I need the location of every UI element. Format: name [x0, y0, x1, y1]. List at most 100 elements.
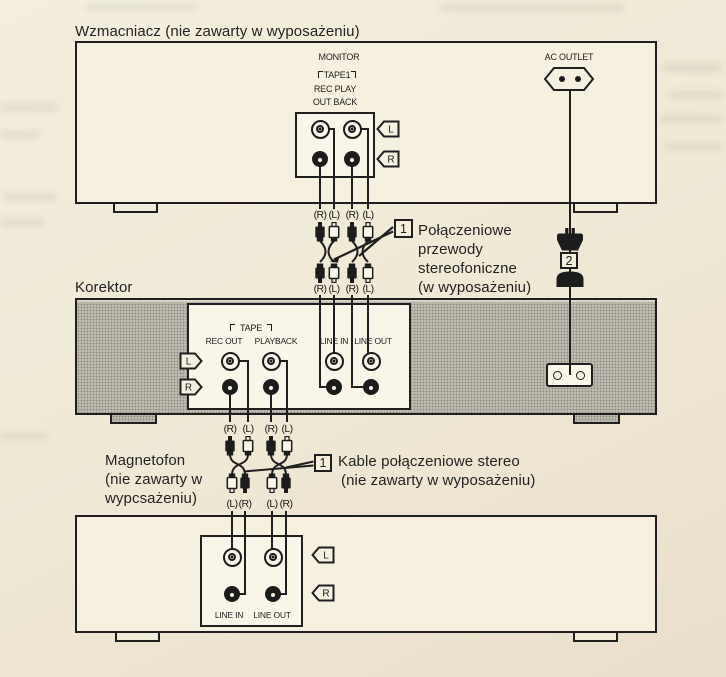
line-in-label: LINE IN [319, 336, 349, 346]
rca-plug-icon [328, 262, 340, 284]
bleedthrough-mark [86, 3, 196, 11]
plug-label: (L) [362, 209, 374, 221]
out-back-label: OUT BACK [312, 97, 358, 107]
rca-plug-icon [315, 263, 325, 283]
eq-line-in-jack-right[interactable] [326, 379, 342, 395]
rca-plug-icon [240, 473, 250, 493]
bracket-icon [317, 71, 323, 78]
plug-label: (L) [281, 423, 293, 435]
deck-line-in-label: LINE IN [214, 610, 244, 620]
ac-socket-hole [553, 370, 562, 380]
svg-text:L: L [186, 357, 192, 368]
rca-plug-icon [281, 435, 293, 457]
plug-label: (R) [313, 283, 327, 295]
svg-text:R: R [322, 589, 329, 600]
amp-tape-rec-jack-right[interactable] [312, 151, 328, 167]
rca-plug-icon [281, 473, 291, 493]
callout-cords-number-box: 1 [394, 219, 413, 238]
callout-cables-line1: Kable połączeniowe stereo [338, 453, 520, 470]
tape-label: TAPE [215, 323, 287, 333]
bleedthrough-mark [440, 3, 625, 12]
svg-text:L: L [388, 125, 394, 136]
callout-cables-line2: (nie zawarty w wyposażeniu) [341, 472, 536, 489]
rca-plug-icon [362, 221, 374, 243]
plug-label: (L) [266, 498, 278, 510]
deck-line-out-jack-right[interactable] [265, 586, 281, 602]
amp-tape-play-jack-left[interactable] [342, 119, 362, 139]
bleedthrough-mark [662, 62, 722, 73]
bleedthrough-mark [4, 192, 56, 202]
plug-label: (R) [238, 498, 252, 510]
callout-cords-line2: przewody [418, 241, 483, 258]
bleedthrough-mark [0, 102, 58, 113]
callout-arrowhead [330, 256, 340, 263]
tape1-label: TAPE1 [301, 70, 373, 80]
power-plug-icon [556, 271, 584, 287]
bleedthrough-mark [0, 218, 44, 227]
bracket-icon [229, 324, 235, 331]
rca-plug-icon [328, 221, 340, 243]
callout-cables-number-box: 1 [314, 454, 332, 472]
eq-rec-out-jack-left[interactable] [220, 351, 240, 371]
tape-deck-rear-panel [75, 515, 657, 633]
rca-plug-icon [347, 222, 357, 242]
rec-play-label: REC PLAY [313, 84, 357, 94]
plug-label: (R) [345, 283, 359, 295]
callout-cords-line1: Połączeniowe [418, 222, 512, 239]
rca-plug-icon [242, 435, 254, 457]
power-callout-number-box: 2 [560, 252, 578, 269]
deck-line-out-jack-left[interactable] [263, 547, 283, 567]
eq-playback-jack-right[interactable] [263, 379, 279, 395]
channel-tag-l: L [311, 546, 335, 564]
channel-tag-l: L [376, 120, 400, 138]
deck-line-in-jack-left[interactable] [222, 547, 242, 567]
amplifier-title: Wzmacniacz (nie zawarty w wyposażeniu) [75, 23, 360, 40]
channel-tag-r: R [376, 150, 400, 168]
eq-line-out-jack-left[interactable] [361, 351, 381, 371]
amp-tape-play-jack-right[interactable] [344, 151, 360, 167]
power-plug-icon [557, 228, 583, 251]
rca-plug-icon [266, 436, 276, 456]
plug-label: (L) [328, 283, 340, 295]
plug-label: (R) [279, 498, 293, 510]
bleedthrough-mark [0, 130, 40, 139]
plug-label: (R) [313, 209, 327, 221]
playback-label: PLAYBACK [254, 336, 298, 346]
bracket-icon [267, 324, 273, 331]
channel-tag-l: L [179, 352, 203, 370]
plug-label: (L) [226, 498, 238, 510]
callout-cords-line4: (w wyposażeniu) [418, 279, 532, 296]
monitor-label: MONITOR [318, 52, 360, 62]
rca-plug-icon [347, 263, 357, 283]
eq-line-in-jack-left[interactable] [324, 351, 344, 371]
rca-plug-icon [362, 262, 374, 284]
svg-text:R: R [387, 155, 394, 166]
deck-line-in-jack-right[interactable] [224, 586, 240, 602]
bleedthrough-mark [664, 142, 722, 151]
ac-socket-hole [575, 370, 585, 380]
channel-tag-r: R [179, 378, 203, 396]
tape-deck-title-line1: Magnetofon [105, 452, 186, 469]
bleedthrough-mark [660, 114, 722, 124]
plug-label: (L) [362, 283, 374, 295]
ac-outlet-label: AC OUTLET [544, 52, 594, 62]
eq-rec-out-jack-right[interactable] [222, 379, 238, 395]
bracket-icon [351, 71, 357, 78]
deck-line-out-label: LINE OUT [253, 610, 291, 620]
svg-text:L: L [323, 551, 329, 562]
plug-label: (R) [345, 209, 359, 221]
amp-tape-rec-jack-left[interactable] [310, 119, 330, 139]
amp-eq-cable-lines [319, 128, 371, 388]
channel-tag-r: R [311, 584, 335, 602]
ac-outlet-hole [575, 76, 581, 82]
rca-plug-icon [225, 436, 235, 456]
eq-line-out-jack-right[interactable] [363, 379, 379, 395]
tape-deck-title-line2: (nie zawarty w [105, 471, 203, 488]
rca-plug-icon [266, 472, 278, 494]
callout-cables-pointer [243, 460, 314, 473]
plug-label: (R) [264, 423, 278, 435]
rca-plug-icon [226, 472, 238, 494]
eq-playback-jack-left[interactable] [261, 351, 281, 371]
